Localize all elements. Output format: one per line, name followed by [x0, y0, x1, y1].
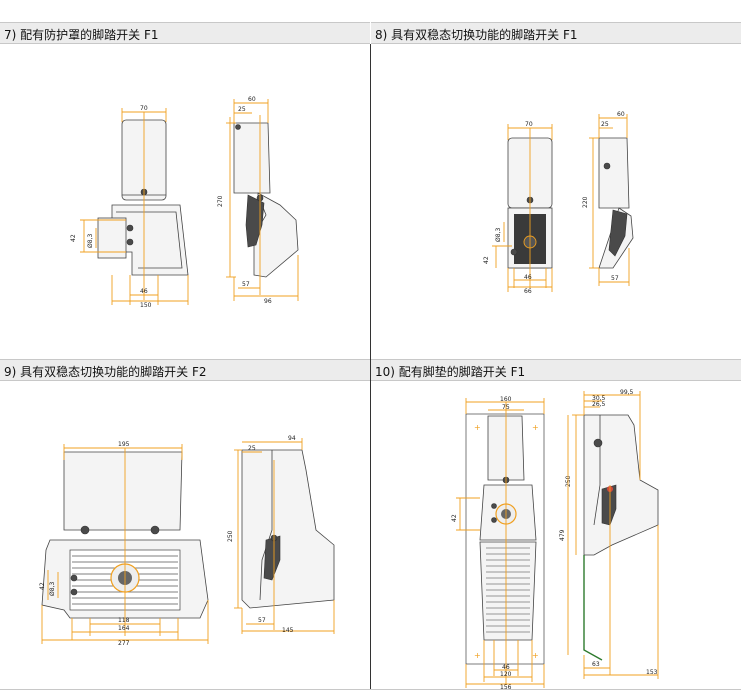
dim-156: 156	[500, 684, 512, 691]
dim-96: 96	[264, 298, 272, 305]
section-9-title: 9) 具有双稳态切换功能的脚踏开关 F2	[4, 365, 207, 379]
dim-30-5: 30,5	[592, 395, 606, 402]
plus-icon: +	[474, 423, 481, 432]
drawing-8-front: 70 46 66 42 Ø8,3	[483, 121, 553, 295]
dim-145: 145	[282, 627, 294, 634]
column-divider	[370, 44, 371, 690]
section-10-header: 10) 配有脚垫的脚踏开关 F1	[371, 359, 741, 381]
dim-57: 57	[242, 281, 250, 288]
dim-270: 270	[217, 195, 224, 207]
dim-46-b: 46	[524, 274, 532, 281]
dim-277: 277	[118, 640, 130, 647]
connector-icon-2	[126, 238, 134, 246]
dim-70: 70	[140, 105, 148, 112]
drawing-7-side: 270 60 25 57 96	[217, 96, 299, 305]
mat-profile	[583, 555, 603, 661]
dim-60-b: 60	[617, 111, 625, 118]
dim-42-d: 42	[451, 514, 458, 522]
section-8-header: 8) 具有双稳态切换功能的脚踏开关 F1	[371, 22, 741, 44]
section-10-title: 10) 配有脚垫的脚踏开关 F1	[375, 365, 526, 379]
pedal-icon-2	[263, 535, 281, 581]
dim-250-b: 250	[565, 475, 572, 487]
plus-icon-4: +	[532, 651, 539, 660]
dim-164: 164	[118, 625, 130, 632]
connector-block	[97, 217, 127, 259]
dim-250: 250	[227, 530, 234, 542]
dim-46: 46	[140, 288, 148, 295]
drawing-9-side: 250 94 25 57 145	[227, 435, 335, 634]
drawing-9-front: 195 118 164 277 42 Ø8,3	[39, 441, 209, 647]
dim-60: 60	[248, 96, 256, 103]
drawing-8-side: 220 60 25 57	[582, 111, 634, 286]
section-9-header: 9) 具有双稳态切换功能的脚踏开关 F2	[0, 359, 370, 381]
dim-220: 220	[582, 196, 589, 208]
dim-94: 94	[288, 435, 296, 442]
dim-26-5: 26,5	[592, 401, 606, 408]
dim-70-b: 70	[525, 121, 533, 128]
dim-120: 120	[500, 671, 512, 678]
pedal-icon	[245, 194, 265, 248]
dim-25-b: 25	[601, 121, 609, 128]
plus-icon-3: +	[474, 651, 481, 660]
section-7-header: 7) 配有防护罩的脚踏开关 F1	[0, 22, 370, 44]
pedal-icon-3	[601, 484, 617, 526]
dim-42: 42	[70, 234, 77, 242]
dim-25-c: 25	[248, 445, 256, 452]
section-8-title: 8) 具有双稳态切换功能的脚踏开关 F1	[375, 28, 578, 42]
dim-66: 66	[524, 288, 532, 295]
mat-tread	[486, 547, 530, 633]
dim-63: 63	[592, 661, 600, 668]
dim-57-c: 57	[258, 617, 266, 624]
dim-479: 479	[559, 529, 566, 541]
plus-icon-2: +	[532, 423, 539, 432]
dim-99-5: 99,5	[620, 389, 634, 396]
bottom-rule	[0, 689, 741, 690]
drawing-10-front: + + + + 160 75 46 120 156 42	[451, 396, 545, 691]
dim-118: 118	[118, 617, 130, 624]
dim-42-b: 42	[483, 256, 490, 264]
section-7-title: 7) 配有防护罩的脚踏开关 F1	[4, 28, 159, 42]
dim-57-b: 57	[611, 275, 619, 282]
dim-46-d: 46	[502, 664, 510, 671]
dim-153: 153	[646, 669, 658, 676]
dim-160: 160	[500, 396, 512, 403]
dim-dia-c: Ø8,3	[49, 582, 56, 596]
drawing-7-front: 70 46 150 42 Ø8,3	[70, 105, 189, 309]
dim-25: 25	[238, 106, 246, 113]
drawing-10-side: 99,5 30,5 26,5 250 479 63 153	[559, 389, 659, 679]
dim-42-c: 42	[39, 582, 46, 590]
dim-dia-b: Ø8,3	[495, 228, 502, 242]
dim-150: 150	[140, 302, 152, 309]
dim-dia: Ø8,3	[87, 234, 94, 248]
connector-icon	[126, 224, 134, 232]
dim-195: 195	[118, 441, 130, 448]
